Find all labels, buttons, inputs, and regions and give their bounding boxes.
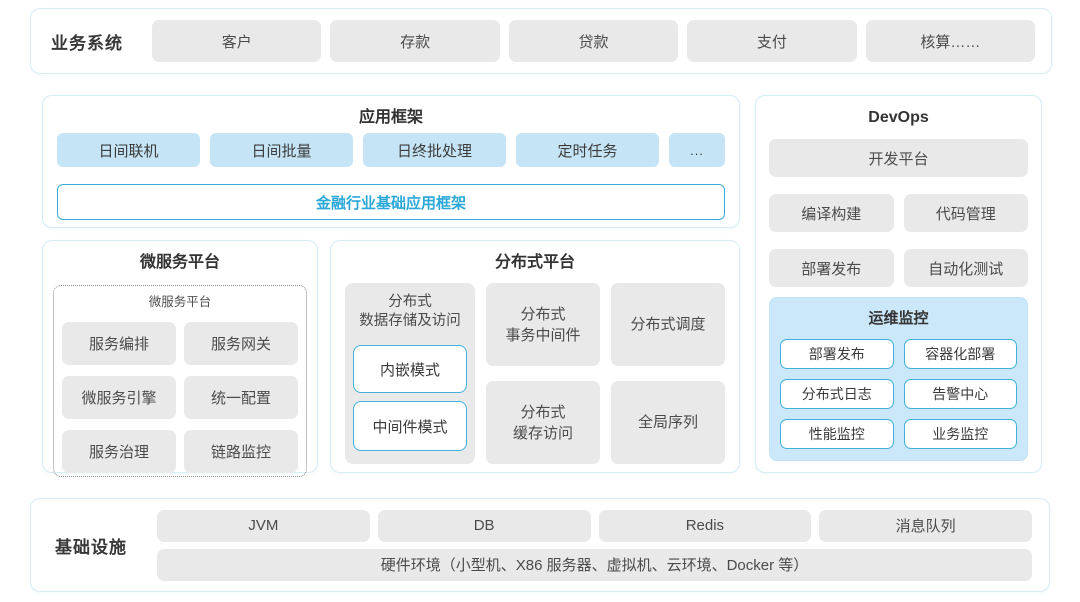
business-item-loan: 贷款 <box>508 20 679 62</box>
microservices-inner-title: 微服务平台 <box>148 295 212 309</box>
middleware-mode-box: 中间件模式 <box>353 401 467 451</box>
distributed-title: 分布式平台 <box>494 254 575 271</box>
devops-panel: DevOps 开发平台 编译构建 代码管理 部署发布 自动化测试 运维监控 部署… <box>755 95 1042 473</box>
ops-monitor-row-1: 部署发布 容器化部署 <box>780 339 1017 369</box>
devops-tools-row-1: 编译构建 代码管理 <box>756 194 1041 232</box>
ms-service-orchestration: 服务编排 <box>62 322 176 365</box>
microservices-panel: 微服务平台 微服务平台 服务编排 服务网关 微服务引擎 统一配置 服务治理 链路… <box>42 240 318 477</box>
distributed-storage-box: 分布式 数据存储及访问 内嵌模式 中间件模式 <box>345 283 475 464</box>
devops-tools-row-2: 部署发布 自动化测试 <box>756 249 1041 287</box>
business-item-deposit: 存款 <box>330 20 500 62</box>
module-daytime-online: 日间联机 <box>57 133 200 167</box>
business-item-customer: 客户 <box>152 20 322 62</box>
ops-monitor-panel: 运维监控 部署发布 容器化部署 分布式日志 告警中心 性能监控 业务监控 <box>769 297 1028 461</box>
ms-engine: 微服务引擎 <box>62 376 176 419</box>
distributed-col-middle: 分布式 事务中间件 分布式 缓存访问 <box>486 283 600 464</box>
monitor-alert-center: 告警中心 <box>903 379 1017 409</box>
monitor-distributed-log: 分布式日志 <box>780 379 894 409</box>
infra-redis: Redis <box>598 509 812 542</box>
business-systems-label: 业务系统 <box>51 33 123 53</box>
devops-title: DevOps <box>868 109 929 126</box>
ops-monitor-row-3: 性能监控 业务监控 <box>780 419 1017 449</box>
ms-service-gateway: 服务网关 <box>184 322 298 365</box>
monitor-deploy: 部署发布 <box>780 339 894 369</box>
distributed-grid: 分布式 数据存储及访问 内嵌模式 中间件模式 分布式 事务中间件 分布式 缓存访… <box>331 283 739 464</box>
module-daytime-batch: 日间批量 <box>210 133 353 167</box>
microservices-inner-box: 微服务平台 服务编排 服务网关 微服务引擎 统一配置 服务治理 链路监控 <box>53 285 307 477</box>
ms-link-monitor: 链路监控 <box>184 430 298 473</box>
microservices-row-2: 微服务引擎 统一配置 <box>62 376 298 419</box>
module-eod-batch: 日终批处理 <box>363 133 506 167</box>
devops-auto-test: 自动化测试 <box>903 249 1028 287</box>
module-ellipsis: ... <box>669 133 725 167</box>
monitor-container-deploy: 容器化部署 <box>903 339 1017 369</box>
embedded-mode-box: 内嵌模式 <box>353 345 467 393</box>
module-scheduled-task: 定时任务 <box>516 133 659 167</box>
business-systems-panel: 业务系统 客户 存款 贷款 支付 核算…… <box>30 8 1052 74</box>
devops-build: 编译构建 <box>769 194 894 232</box>
monitor-performance: 性能监控 <box>780 419 894 449</box>
monitor-business: 业务监控 <box>903 419 1017 449</box>
devops-code-mgmt: 代码管理 <box>903 194 1028 232</box>
app-framework-modules: 日间联机 日间批量 日终批处理 定时任务 ... <box>43 133 739 167</box>
app-framework-title: 应用框架 <box>358 109 423 126</box>
global-sequence: 全局序列 <box>611 381 725 464</box>
ops-monitor-title: 运维监控 <box>868 310 929 327</box>
distributed-panel: 分布式平台 分布式 数据存储及访问 内嵌模式 中间件模式 分布式 事务中间件 分… <box>330 240 740 473</box>
devops-deploy: 部署发布 <box>769 249 894 287</box>
distributed-storage-label: 分布式 数据存储及访问 <box>359 294 461 329</box>
ms-service-governance: 服务治理 <box>62 430 176 473</box>
distributed-cache-access: 分布式 缓存访问 <box>486 381 600 464</box>
distributed-col-right: 分布式调度 全局序列 <box>611 283 725 464</box>
infrastructure-row: JVM DB Redis 消息队列 <box>157 509 1032 542</box>
microservices-row-3: 服务治理 链路监控 <box>62 430 298 473</box>
devops-dev-platform: 开发平台 <box>769 139 1028 177</box>
business-item-accounting: 核算…… <box>865 20 1036 62</box>
microservices-row-1: 服务编排 服务网关 <box>62 322 298 365</box>
app-framework-panel: 应用框架 日间联机 日间批量 日终批处理 定时任务 ... 金融行业基础应用框架 <box>42 95 740 228</box>
infrastructure-content: JVM DB Redis 消息队列 硬件环境（小型机、X86 服务器、虚拟机、云… <box>157 509 1032 581</box>
distributed-transaction-middleware: 分布式 事务中间件 <box>486 283 600 366</box>
infra-jvm: JVM <box>157 509 370 542</box>
infrastructure-panel: 基础设施 JVM DB Redis 消息队列 硬件环境（小型机、X86 服务器、… <box>30 498 1050 592</box>
infrastructure-label: 基础设施 <box>55 537 127 557</box>
distributed-scheduling: 分布式调度 <box>611 283 725 366</box>
business-item-payment: 支付 <box>687 20 857 62</box>
ops-monitor-row-2: 分布式日志 告警中心 <box>780 379 1017 409</box>
infra-message-queue: 消息队列 <box>819 509 1032 542</box>
financial-base-framework: 金融行业基础应用框架 <box>57 184 725 220</box>
infra-db: DB <box>377 509 591 542</box>
ms-unified-config: 统一配置 <box>184 376 298 419</box>
microservices-title: 微服务平台 <box>139 254 220 271</box>
hardware-environment: 硬件环境（小型机、X86 服务器、虚拟机、云环境、Docker 等） <box>157 548 1032 581</box>
